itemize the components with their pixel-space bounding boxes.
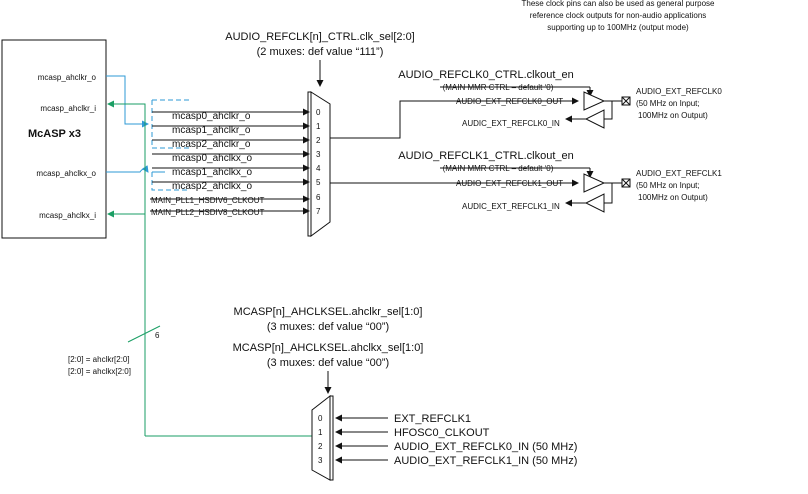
buffer-0: AUDIO_REFCLK0_CTRL.clkout_en (MAIN MMR C…	[398, 69, 722, 129]
refclk-mux-edge	[307, 91, 312, 237]
refclk-ctrl-line-1: AUDIO_REFCLK[n]_CTRL.clk_sel[2:0]	[225, 31, 415, 43]
ahclk-index-1: 1	[318, 428, 323, 437]
bus-map-1: [2:0] = ahclkr[2:0]	[68, 355, 130, 364]
ahclk-in-ext-refclk0-in: AUDIO_EXT_REFCLK0_IN (50 MHz)	[394, 441, 577, 453]
mux-index-3: 3	[316, 150, 321, 159]
mux-index-0: 0	[316, 108, 321, 117]
port-mcasp-ahclkr-i: mcasp_ahclkr_i	[40, 104, 96, 113]
mux-in-main-pll1: MAIN_PLL1_HSDIV6_CLKOUT	[151, 196, 264, 205]
mux-in-mcasp0-ahclkr-o: mcasp0_ahclkr_o	[172, 111, 251, 122]
ahclkx-sel-line-2: (3 muxes: def value “00”)	[267, 357, 389, 369]
buffer1-enable: AUDIO_REFCLK1_CTRL.clkout_en	[398, 150, 573, 162]
refclk-mux-inputs: mcasp0_ahclkr_o mcasp1_ahclkr_o mcasp2_a…	[150, 108, 321, 217]
buffer0-in-label: AUDIC_EXT_REFCLK0_IN	[462, 119, 560, 128]
mux-index-6: 6	[316, 193, 321, 202]
ahclkr-dash-side	[151, 100, 190, 149]
refclk-mux-body	[310, 91, 331, 237]
ahclkr-o-wire	[106, 75, 149, 128]
mux-index-7: 7	[316, 207, 321, 216]
buffer1-out-label: AUDIO_EXT_REFCLK1_OUT	[456, 179, 563, 188]
buffer0-out-label: AUDIO_EXT_REFCLK0_OUT	[456, 97, 563, 106]
buffer0-out-triangle	[583, 91, 606, 111]
note-line-2: reference clock outputs for non-audio ap…	[530, 11, 707, 20]
ahclk-mux-body	[311, 394, 331, 481]
port-mcasp-ahclkr-o: mcasp_ahclkr_o	[38, 73, 97, 82]
ahclkx-sel-line-1: MCASP[n]_AHCLKSEL.ahclkx_sel[1:0]	[233, 342, 424, 354]
mcasp-title: McASP x3	[28, 128, 81, 140]
mux-in-mcasp2-ahclkx-o: mcasp2_ahclkx_o	[172, 181, 252, 192]
ahclkr-i-wire	[107, 100, 146, 436]
ahclkr-sel-line-1: MCASP[n]_AHCLKSEL.ahclkr_sel[1:0]	[234, 306, 423, 318]
bus-map-2: [2:0] = ahclkx[2:0]	[68, 367, 131, 376]
bus-width-label: 6	[155, 331, 160, 340]
buffer0-pin-name: AUDIO_EXT_REFCLK0	[636, 87, 722, 96]
buffer-1: AUDIO_REFCLK1_CTRL.clkout_en (MAIN MMR C…	[398, 150, 722, 213]
mux-in-mcasp0-ahclkx-o: mcasp0_ahclkx_o	[172, 153, 252, 164]
refclk-ctrl-line-2: (2 muxes: def value “111”)	[257, 46, 384, 58]
bus-slash	[127, 325, 161, 343]
mux-in-main-pll2: MAIN_PLL2_HSDIV8_CLKOUT	[151, 208, 264, 217]
ahclk-mux-inputs: EXT_REFCLK1 HFOSC0_CLKOUT AUDIO_EXT_REFC…	[335, 413, 577, 467]
buffer1-pin-name: AUDIO_EXT_REFCLK1	[636, 169, 722, 178]
note-text: These clock pins can also be used as gen…	[521, 0, 715, 32]
mux-in-mcasp2-ahclkr-o: mcasp2_ahclkr_o	[172, 139, 251, 150]
note-line-3: supporting up to 100MHz (output mode)	[547, 23, 689, 32]
buffer0-pin-desc-1: (50 MHz on Input;	[636, 99, 700, 108]
ahclkx-o-wire	[106, 165, 149, 173]
mcasp-block: McASP x3 mcasp_ahclkr_o mcasp_ahclkr_i m…	[1, 39, 107, 239]
buffer1-pin-desc-2: 100MHz on Output)	[638, 193, 708, 202]
mux-index-1: 1	[316, 122, 321, 131]
port-mcasp-ahclkx-i: mcasp_ahclkx_i	[39, 211, 96, 220]
mux-in-mcasp1-ahclkx-o: mcasp1_ahclkx_o	[172, 167, 252, 178]
ahclk-mux-edge	[329, 395, 334, 481]
ahclk-index-3: 3	[318, 456, 323, 465]
ahclk-index-2: 2	[318, 442, 323, 451]
ahclk-in-ext-refclk1-in: AUDIO_EXT_REFCLK1_IN (50 MHz)	[394, 455, 577, 467]
port-mcasp-ahclkx-o: mcasp_ahclkx_o	[36, 169, 96, 178]
ahclk-in-ext-refclk1: EXT_REFCLK1	[394, 413, 471, 425]
buffer1-out-triangle	[583, 173, 606, 193]
ahclk-in-hfosc0: HFOSC0_CLKOUT	[394, 427, 490, 439]
blue-wires	[106, 75, 190, 191]
mux-index-2: 2	[316, 136, 321, 145]
ahclkx-dash	[151, 172, 190, 191]
buffer0-pin-desc-2: 100MHz on Output)	[638, 111, 708, 120]
ahclk-mux: 0 1 2 3	[311, 394, 334, 481]
buffer0-enable: AUDIO_REFCLK0_CTRL.clkout_en	[398, 69, 573, 81]
ahclkr-sel-line-2: (3 muxes: def value “00”)	[267, 321, 389, 333]
ahclk-index-0: 0	[318, 414, 323, 423]
mux-in-mcasp1-ahclkr-o: mcasp1_ahclkr_o	[172, 125, 251, 136]
mcasp-box	[1, 39, 107, 239]
refclk-mux-outputs	[330, 97, 579, 187]
buffer0-in-triangle	[584, 109, 605, 129]
mux-index-5: 5	[316, 178, 321, 187]
note-line-1: These clock pins can also be used as gen…	[521, 0, 715, 8]
buffer1-in-triangle	[584, 193, 605, 213]
mux-index-4: 4	[316, 164, 321, 173]
buffer1-pin-desc-1: (50 MHz on Input;	[636, 181, 700, 190]
buffer1-in-label: AUDIC_EXT_REFCLK1_IN	[462, 202, 560, 211]
green-wires	[107, 100, 312, 437]
